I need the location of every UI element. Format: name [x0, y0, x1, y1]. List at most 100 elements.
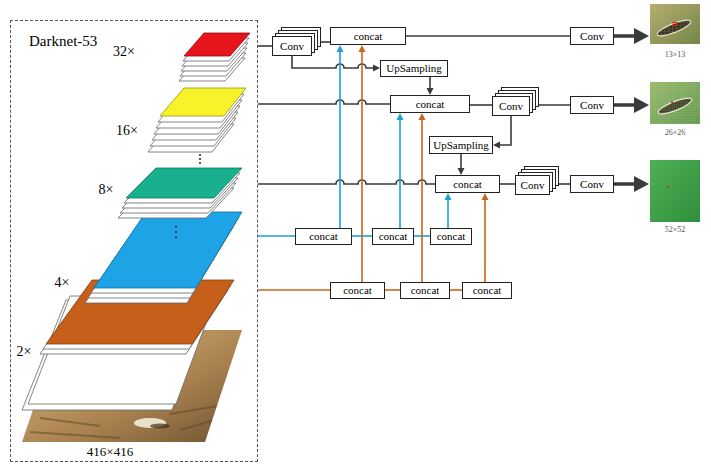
- backbone-title: Darknet-53: [29, 33, 97, 50]
- feature-connector: [470, 105, 492, 106]
- feature-connector: [258, 290, 330, 291]
- feature-connector: [312, 42, 330, 43]
- layer-name: concat: [309, 230, 338, 242]
- layer-box: concat: [372, 228, 414, 245]
- layer-name: concat: [416, 98, 445, 110]
- layer-box: concat: [430, 228, 472, 245]
- output-arrow: [614, 176, 649, 192]
- feature-sheet-4x: [94, 212, 242, 288]
- layer-box: concat: [330, 282, 385, 299]
- layer-name: concat: [437, 230, 466, 242]
- feature-connector: [337, 45, 344, 228]
- feature-connector: [258, 100, 390, 104]
- arrowhead: [482, 193, 489, 200]
- layer-box: concat: [400, 282, 450, 299]
- arrowhead: [427, 88, 434, 95]
- arrowhead: [634, 97, 649, 113]
- map-size-label: 26×26: [649, 129, 701, 138]
- layer-box: UpSampling: [429, 136, 493, 154]
- connector-line: [421, 119, 423, 282]
- connector-line: [499, 116, 511, 145]
- arrowhead: [419, 113, 426, 120]
- connector-line: [258, 100, 390, 104]
- connector-line: [500, 183, 515, 185]
- layer-name: concat: [411, 284, 440, 296]
- feature-connector: [500, 184, 515, 185]
- ellipsis-dots: [175, 154, 201, 238]
- dot: [199, 158, 201, 160]
- connector-line: [550, 183, 570, 185]
- output-grid: [650, 4, 700, 44]
- feature-connector: [450, 290, 462, 291]
- connector-line: [484, 199, 486, 282]
- dot: [175, 231, 177, 233]
- feature-connector: [397, 113, 404, 228]
- layer-name: concat: [343, 284, 372, 296]
- connector-line: [339, 51, 341, 228]
- arrowhead: [634, 28, 649, 44]
- stride-label: 8×: [99, 182, 114, 197]
- connector-line: [614, 182, 637, 186]
- layer-name: Conv: [499, 100, 523, 112]
- layer-name: UpSampling: [433, 139, 489, 151]
- connector-line: [258, 289, 330, 291]
- connector-line: [258, 180, 435, 184]
- connector-line: [399, 119, 401, 228]
- output-arrow: [614, 97, 649, 113]
- feature-connector: [550, 184, 570, 185]
- dot: [175, 236, 177, 238]
- output-image-52: [650, 160, 700, 222]
- layer-name: Conv: [521, 179, 545, 191]
- conv-stack: Conv: [272, 36, 312, 56]
- arrowhead: [337, 45, 344, 52]
- arrowhead: [634, 176, 649, 192]
- connector-line: [385, 289, 400, 291]
- arrowhead: [373, 65, 380, 72]
- dot: [175, 226, 177, 228]
- connector-line: [361, 51, 363, 282]
- feature-sheet-8x: [126, 168, 242, 198]
- conv-stack: Conv: [492, 96, 530, 116]
- connector-line: [450, 289, 462, 291]
- detection-cell: [673, 23, 677, 26]
- map-size-label: 13×13: [649, 51, 701, 60]
- output-image-26: [650, 82, 700, 124]
- feature-connector: [258, 46, 272, 47]
- input-size-label: 416×416: [87, 445, 133, 459]
- layer-box: Conv: [570, 175, 614, 193]
- conv-stack: Conv: [515, 175, 550, 195]
- output-grid: [650, 82, 700, 124]
- feature-connector: [359, 45, 366, 282]
- connector-line: [258, 45, 272, 47]
- layer-name: concat: [354, 30, 383, 42]
- output-image-13: [650, 4, 700, 44]
- layer-box: UpSampling: [380, 60, 448, 77]
- layer-box: Conv: [570, 27, 614, 45]
- feature-connector: [445, 193, 452, 228]
- layer-box: concat: [462, 282, 512, 299]
- feature-connector: [482, 193, 489, 282]
- output-map: 13×13: [649, 4, 701, 60]
- connector-line: [470, 104, 492, 106]
- arrowhead: [359, 45, 366, 52]
- detection-cell: [671, 102, 673, 104]
- connector-line: [460, 154, 462, 169]
- stride-label: 32×: [113, 44, 135, 59]
- layer-box: concat: [390, 95, 470, 113]
- layer-name: Conv: [580, 99, 604, 111]
- connector-line: [312, 41, 330, 43]
- map-size-label: 52×52: [649, 226, 701, 235]
- connector-line: [530, 104, 570, 106]
- connector-line: [258, 235, 295, 237]
- stride-label: 16×: [116, 123, 138, 138]
- layer-name: concat: [379, 230, 408, 242]
- feature-connector: [258, 180, 435, 184]
- layer-name: UpSampling: [386, 62, 442, 74]
- stride-label: 2×: [17, 344, 32, 359]
- feature-connector: [458, 154, 465, 175]
- feature-connector: [385, 290, 400, 291]
- image-object-shadow: [150, 424, 170, 429]
- feature-connector: [258, 236, 295, 237]
- layer-name: concat: [453, 178, 482, 190]
